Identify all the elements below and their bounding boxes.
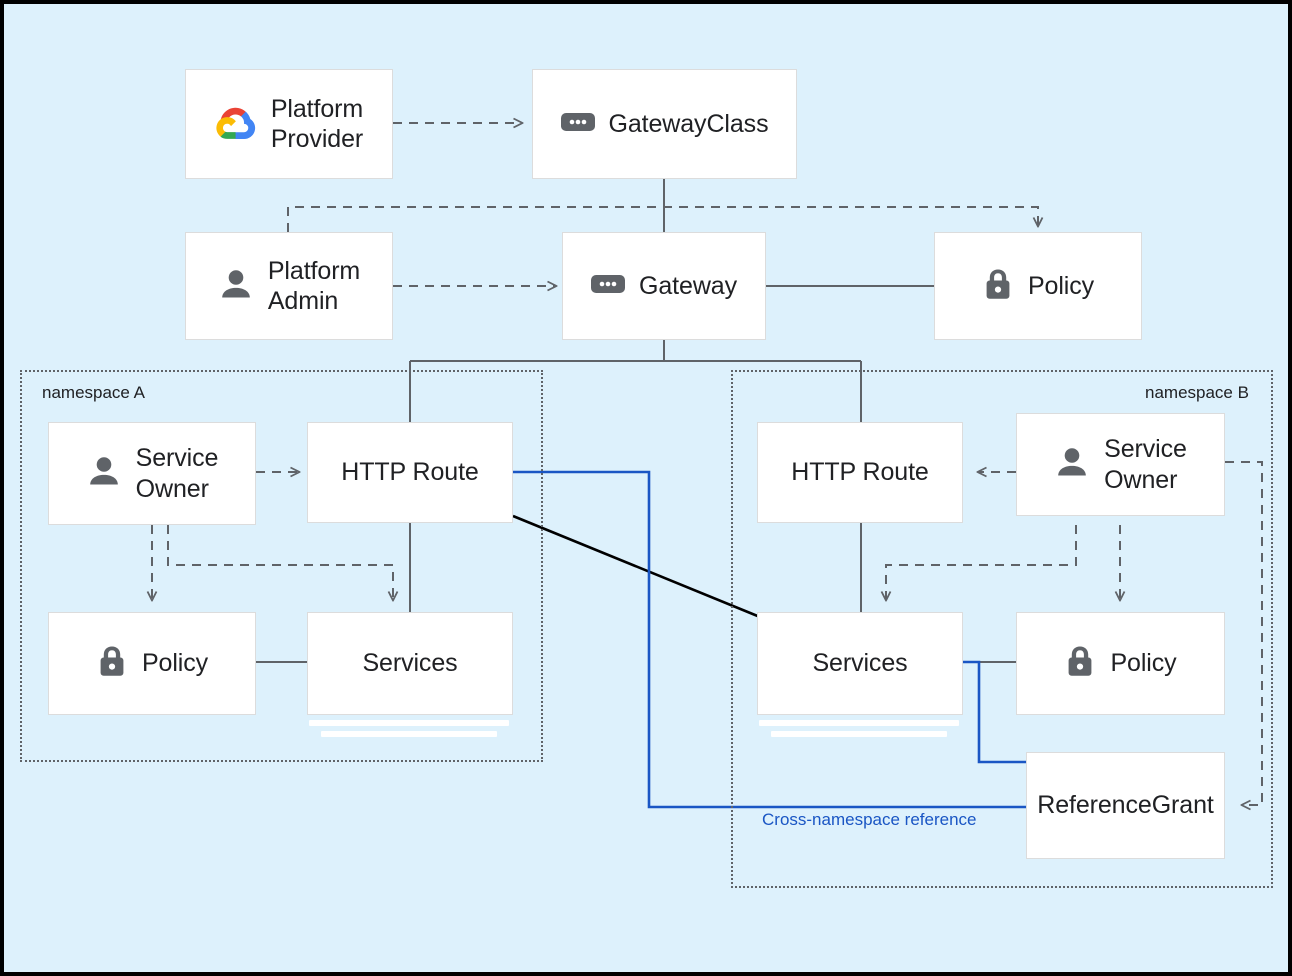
namespace-a-label: namespace A bbox=[42, 383, 146, 402]
node-label: Platform Admin bbox=[267, 256, 361, 316]
person-icon bbox=[218, 266, 254, 307]
node-label: HTTP Route bbox=[791, 458, 929, 487]
node-gatewayclass[interactable]: GatewayClass bbox=[532, 69, 797, 179]
route-a-to-services-b-line bbox=[512, 514, 761, 619]
node-platform-admin[interactable]: Platform Admin bbox=[185, 232, 393, 340]
node-service-owner-a[interactable]: Service Owner bbox=[48, 422, 256, 525]
node-label: Service Owner bbox=[1104, 435, 1187, 494]
node-platform-provider[interactable]: Platform Provider bbox=[185, 69, 393, 179]
node-policy-a[interactable]: Policy bbox=[48, 612, 256, 715]
node-http-route-b[interactable]: HTTP Route bbox=[757, 422, 963, 523]
cross-namespace-reference-label: Cross-namespace reference bbox=[762, 810, 977, 829]
node-label: Policy bbox=[1110, 649, 1177, 678]
node-services-a[interactable]: Services bbox=[307, 612, 513, 715]
node-policy-b[interactable]: Policy bbox=[1016, 612, 1225, 715]
node-label: Services bbox=[362, 649, 458, 678]
node-policy-top[interactable]: Policy bbox=[934, 232, 1142, 340]
node-label: Gateway bbox=[639, 271, 737, 300]
node-service-owner-b[interactable]: Service Owner bbox=[1016, 413, 1225, 516]
gateway-chip-icon bbox=[560, 111, 595, 138]
node-label: Services bbox=[812, 649, 908, 678]
person-icon bbox=[86, 453, 122, 494]
lock-icon bbox=[1064, 643, 1096, 684]
gateway-chip-icon bbox=[591, 273, 626, 300]
node-label: Policy bbox=[1027, 271, 1095, 300]
node-label: Service Owner bbox=[135, 444, 219, 503]
node-label: Platform Provider bbox=[270, 94, 364, 154]
node-label: ReferenceGrant bbox=[1037, 791, 1214, 820]
node-label: GatewayClass bbox=[608, 109, 769, 138]
services-a-stack-decoration bbox=[309, 720, 509, 737]
node-reference-grant[interactable]: ReferenceGrant bbox=[1026, 752, 1225, 859]
services-b-stack-decoration bbox=[759, 720, 959, 737]
person-icon bbox=[1054, 444, 1090, 485]
node-label: HTTP Route bbox=[341, 458, 479, 487]
namespace-b-label: namespace B bbox=[1145, 383, 1249, 402]
lock-icon bbox=[96, 643, 128, 684]
lock-icon bbox=[982, 266, 1014, 307]
node-gateway[interactable]: Gateway bbox=[562, 232, 766, 340]
google-cloud-icon bbox=[215, 104, 257, 145]
node-label: Policy bbox=[141, 649, 209, 678]
node-http-route-a[interactable]: HTTP Route bbox=[307, 422, 513, 523]
node-services-b[interactable]: Services bbox=[757, 612, 963, 715]
